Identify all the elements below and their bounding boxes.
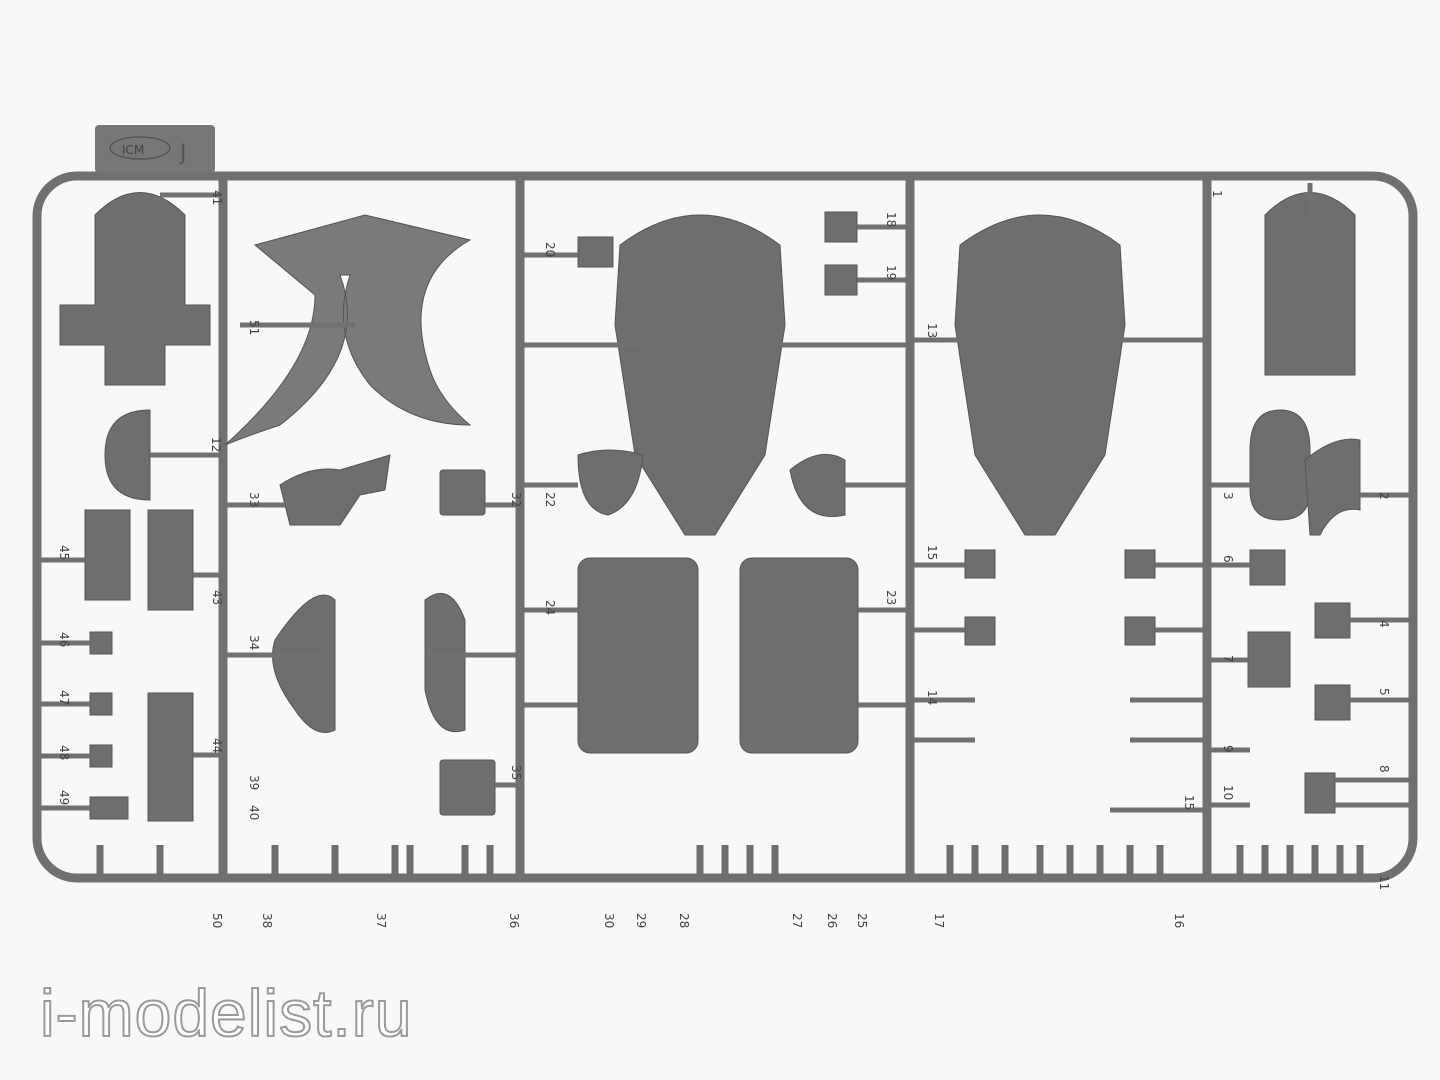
part-15b — [964, 616, 996, 646]
part-23 — [739, 557, 859, 754]
part-number-label: 15 — [925, 545, 939, 560]
part-number-label: 23 — [884, 590, 898, 605]
part-number-label: 30 — [602, 913, 616, 928]
part-number-label: 2 — [1377, 492, 1391, 500]
part-number-label: 37 — [374, 913, 388, 928]
logo-tab: ICM J — [95, 125, 215, 173]
part-number-label: 27 — [790, 913, 804, 928]
logo-text: ICM — [122, 143, 144, 157]
part-43 — [147, 509, 194, 611]
part-45 — [84, 509, 131, 601]
part-number-label: 15 — [1182, 795, 1196, 810]
part-15a — [964, 549, 996, 579]
part-7 — [1247, 631, 1291, 688]
part-24 — [577, 557, 699, 754]
part-15d — [1124, 616, 1156, 646]
part-hull-side-2 — [954, 214, 1126, 536]
part-46 — [89, 631, 113, 655]
part-5 — [1314, 684, 1351, 721]
part-number-label: 50 — [210, 913, 224, 928]
part-number-label: 51 — [247, 320, 261, 335]
part-22a — [577, 449, 644, 516]
part-22b — [789, 453, 846, 517]
part-number-label: 44 — [210, 738, 224, 753]
part-number-label: 22 — [543, 492, 557, 507]
part-number-label: 13 — [925, 323, 939, 338]
part-number-label: 8 — [1377, 765, 1391, 773]
part-number-label: 9 — [1221, 745, 1235, 753]
part-number-label: 14 — [925, 690, 939, 705]
part-seat-frame-right — [1264, 192, 1356, 376]
sprue-letter: J — [178, 141, 187, 166]
part-20 — [577, 236, 614, 268]
part-number-label: 4 — [1377, 620, 1391, 628]
part-number-label: 34 — [247, 635, 261, 650]
part-hull-side-1 — [614, 214, 786, 536]
part-2 — [1304, 438, 1361, 536]
part-49 — [89, 796, 129, 820]
part-number-label: 32 — [509, 492, 523, 507]
part-number-label: 39 — [247, 775, 261, 790]
part-33 — [279, 454, 391, 526]
part-number-label: 16 — [1172, 913, 1186, 928]
part-3 — [1249, 409, 1311, 521]
part-number-label: 17 — [932, 913, 946, 928]
bottom-parts — [96, 845, 1364, 878]
part-4 — [1314, 602, 1351, 639]
part-number-label: 6 — [1221, 555, 1235, 563]
part-number-label: 12 — [209, 437, 223, 452]
part-number-label: 35 — [509, 765, 523, 780]
watermark: i-modelist.ru — [39, 975, 413, 1051]
part-number-label: 3 — [1221, 492, 1235, 500]
part-48 — [89, 744, 113, 768]
part-number-label: 43 — [210, 590, 224, 605]
part-number-label: 20 — [543, 242, 557, 257]
part-seat-frame-left — [59, 192, 211, 386]
part-8 — [1304, 772, 1336, 814]
part-35 — [439, 759, 496, 816]
part-32 — [439, 469, 486, 516]
part-number-label: 19 — [884, 265, 898, 280]
part-number-label: 25 — [855, 913, 869, 928]
part-number-label: 46 — [57, 632, 71, 647]
part-6 — [1249, 549, 1286, 586]
part-number-label: 47 — [57, 690, 71, 705]
part-34a — [272, 594, 336, 733]
parts — [37, 183, 1413, 822]
part-number-label: 26 — [825, 913, 839, 928]
part-number-label: 1 — [1210, 190, 1224, 198]
gates — [37, 183, 1413, 813]
part-44 — [147, 692, 194, 822]
part-number-label: 49 — [57, 790, 71, 805]
part-number-label: 11 — [1377, 875, 1391, 890]
part-number-label: 41 — [210, 190, 224, 205]
part-number-label: 28 — [677, 913, 691, 928]
part-floor-plate — [224, 214, 472, 446]
part-47 — [89, 692, 113, 716]
part-number-label: 38 — [260, 913, 274, 928]
part-19 — [824, 264, 858, 296]
part-number-label: 36 — [507, 913, 521, 928]
part-number-label: 10 — [1221, 785, 1235, 800]
part-number-label: 5 — [1377, 688, 1391, 696]
part-number-label: 29 — [634, 913, 648, 928]
part-number-label: 48 — [57, 745, 71, 760]
part-number-label: 33 — [247, 492, 261, 507]
part-number-label: 7 — [1221, 655, 1235, 663]
part-number-label: 24 — [543, 600, 557, 615]
part-number-label: 45 — [57, 545, 71, 560]
part-18 — [824, 211, 858, 243]
part-number-label: 40 — [247, 805, 261, 820]
part-number-label: 18 — [884, 212, 898, 227]
part-15c — [1124, 549, 1156, 579]
part-34b — [424, 592, 466, 732]
part-12 — [104, 409, 151, 501]
